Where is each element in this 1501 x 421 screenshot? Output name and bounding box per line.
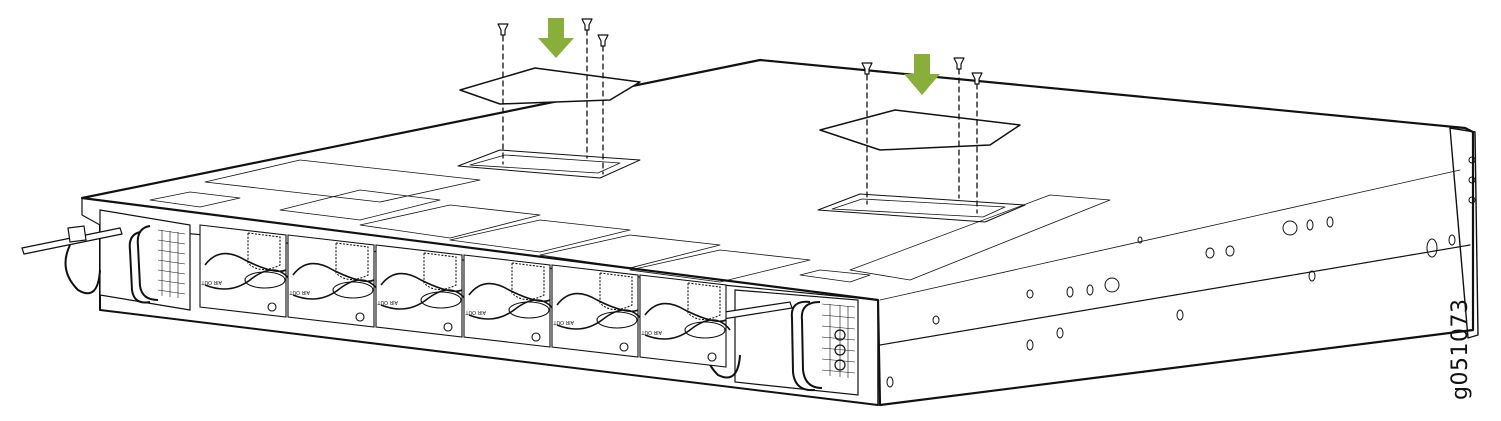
fan-grille bbox=[511, 262, 545, 301]
fan-module[interactable]: AIR OUT bbox=[287, 234, 379, 328]
psu-vent-grid bbox=[821, 303, 856, 378]
fan-module-body bbox=[287, 234, 375, 328]
fan-module[interactable]: AIR OUT bbox=[639, 274, 731, 368]
fan-grip bbox=[596, 311, 638, 329]
psu-handle bbox=[790, 300, 823, 392]
ear-hole bbox=[1468, 176, 1476, 184]
figure-id-label: g051073 bbox=[1448, 298, 1473, 400]
fan-module-body bbox=[551, 264, 639, 358]
fan-module[interactable]: AIR OUT bbox=[375, 244, 467, 338]
down-arrow-icon bbox=[904, 54, 940, 95]
ground-symbol-icon bbox=[1104, 277, 1120, 293]
access-cover-2 bbox=[819, 109, 1021, 151]
captive-screw-icon[interactable] bbox=[267, 302, 277, 312]
ear-hole bbox=[1468, 156, 1476, 164]
power-supply-left bbox=[21, 209, 191, 311]
fan-module-body bbox=[375, 244, 463, 338]
fan-module-body bbox=[639, 274, 727, 368]
air-out-label: AIR OUT bbox=[640, 329, 662, 335]
captive-screw-icon[interactable] bbox=[707, 352, 717, 362]
cable-tie-lock bbox=[67, 225, 87, 243]
fan-module-body bbox=[199, 224, 287, 318]
screw-icon bbox=[861, 62, 873, 75]
side-holes bbox=[886, 216, 1456, 388]
fan-handle[interactable] bbox=[292, 262, 379, 300]
captive-screw-icon[interactable] bbox=[443, 322, 453, 332]
psu-vent-grid bbox=[157, 229, 186, 298]
ear-hole bbox=[1468, 196, 1476, 204]
air-out-label: AIR OUT bbox=[376, 299, 398, 305]
screw-guides-1 bbox=[502, 29, 604, 175]
fan-grip bbox=[420, 291, 462, 309]
cable-clamp bbox=[64, 244, 101, 295]
fan-module[interactable]: AIR OUT bbox=[199, 224, 291, 318]
side-top-edge bbox=[879, 169, 1461, 301]
mounting-ear bbox=[1449, 127, 1479, 339]
air-out-label: AIR OUT bbox=[200, 279, 222, 285]
screw-icon bbox=[953, 57, 965, 70]
psu-handle bbox=[128, 225, 159, 304]
air-out-label: AIR OUT bbox=[552, 319, 574, 325]
access-opening-1 bbox=[457, 149, 641, 179]
fan-grille bbox=[247, 232, 281, 271]
screw-icon bbox=[581, 18, 593, 31]
access-opening-2 bbox=[817, 193, 1026, 223]
fan-handle[interactable] bbox=[380, 272, 467, 310]
captive-screw-icon[interactable] bbox=[355, 312, 365, 322]
fan-grip bbox=[684, 321, 726, 339]
fan-module-body bbox=[463, 254, 551, 348]
fan-grip bbox=[244, 271, 286, 289]
fan-grille bbox=[599, 272, 633, 311]
access-cover-1 bbox=[459, 67, 641, 105]
air-out-label: AIR OUT bbox=[464, 309, 486, 315]
fan-grip bbox=[508, 301, 550, 319]
fan-grip bbox=[332, 281, 374, 299]
captive-screw-icon[interactable] bbox=[619, 342, 629, 352]
screw-icon bbox=[971, 72, 983, 85]
screw-icon bbox=[497, 23, 509, 36]
top-panels bbox=[149, 159, 1111, 283]
side-rail-line bbox=[879, 244, 1471, 346]
fan-handle[interactable] bbox=[644, 302, 731, 340]
screw-guides-2 bbox=[866, 68, 978, 214]
screw-icon bbox=[597, 34, 609, 47]
fan-grille bbox=[335, 242, 369, 281]
fan-grille bbox=[687, 282, 721, 321]
fan-module[interactable]: AIR OUT bbox=[463, 254, 555, 348]
air-out-label: AIR OUT bbox=[288, 289, 310, 295]
fan-handle[interactable] bbox=[468, 282, 555, 320]
fan-grille bbox=[423, 252, 457, 291]
captive-screw-icon[interactable] bbox=[531, 332, 541, 342]
fan-handle[interactable] bbox=[204, 252, 291, 290]
ground-symbol-icon bbox=[1282, 220, 1298, 236]
fan-module[interactable]: AIR OUT bbox=[551, 264, 643, 358]
down-arrow-icon bbox=[538, 18, 574, 58]
fan-handle[interactable] bbox=[556, 292, 643, 330]
